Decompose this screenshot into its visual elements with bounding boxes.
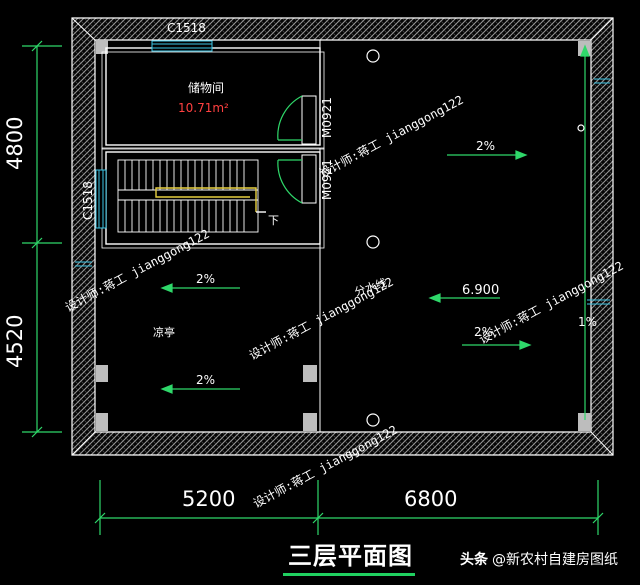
watermark: 设计师:蒋工 jianggong122 — [247, 275, 396, 363]
watermark: 设计师:蒋工 jianggong122 — [317, 93, 466, 181]
window-left — [95, 169, 107, 229]
dimension-bottom-right: 6800 — [404, 487, 457, 511]
window-top-label: C1518 — [167, 21, 206, 35]
doors — [277, 95, 317, 204]
slope-label-right-upper: 2% — [476, 139, 495, 153]
slope-arrows — [160, 44, 590, 420]
title-underline — [283, 573, 415, 576]
columns — [96, 40, 591, 431]
dimension-lines — [22, 40, 604, 535]
stair-down-label: 下 — [268, 214, 279, 227]
cool-pavilion-label: 凉亭 — [153, 325, 175, 339]
window-left-label: C1518 — [81, 181, 95, 220]
stair-direction-arrow — [155, 187, 266, 213]
door-upper-label: M0921 — [320, 97, 334, 138]
source-brand: 头条@新农村自建房图纸 — [460, 549, 618, 569]
storage-room-label: 储物间 — [188, 80, 224, 95]
dimension-left-lower: 4520 — [3, 315, 27, 368]
parapet-wall — [71, 17, 614, 456]
right-side-marks — [587, 78, 610, 305]
dimension-left-upper: 4800 — [3, 117, 27, 170]
window-top — [151, 40, 213, 52]
door-lower-label: M0921 — [320, 159, 334, 200]
roof-drains — [366, 49, 585, 427]
dimension-bottom-left: 5200 — [182, 487, 235, 511]
slope-label-right-side: 1% — [578, 315, 597, 329]
source-account: @新农村自建房图纸 — [492, 552, 618, 568]
source-platform: 头条 — [460, 552, 488, 568]
elevation-label: 6.900 — [462, 283, 499, 298]
slope-label-left-upper: 2% — [196, 272, 215, 286]
staircase — [117, 159, 259, 233]
slope-label-left-lower: 2% — [196, 373, 215, 387]
storage-area-label: 10.71m² — [178, 101, 229, 115]
interior-walls — [101, 47, 325, 249]
plan-title: 三层平面图 — [288, 542, 413, 570]
slope-label-right-mid: 2% — [474, 325, 493, 339]
left-side-marks — [75, 261, 92, 267]
